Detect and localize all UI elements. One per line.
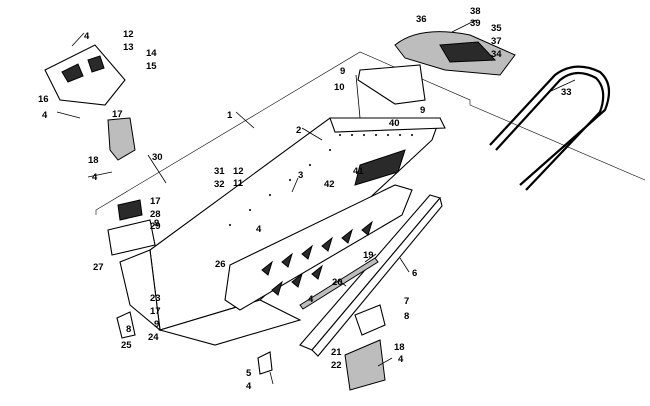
- callout-18: 18: [88, 155, 99, 166]
- callout-9: 9: [154, 218, 159, 229]
- callout-19: 19: [363, 250, 374, 261]
- running-board: [299, 194, 443, 357]
- assembly-outline: [95, 51, 646, 215]
- callout-9: 9: [340, 66, 345, 77]
- callout-26: 26: [215, 259, 226, 270]
- callout-8: 8: [404, 311, 409, 322]
- heat-shield-right: [344, 339, 386, 391]
- callout-39: 39: [470, 18, 481, 29]
- callout-40: 40: [389, 118, 400, 129]
- callout-36: 36: [416, 14, 427, 25]
- rear-cap: [394, 31, 516, 76]
- callout-14: 14: [146, 48, 157, 59]
- callout-4: 4: [246, 381, 252, 392]
- bracket-5: [257, 351, 273, 375]
- callout-7: 7: [404, 296, 409, 307]
- seat-bracket: [357, 64, 426, 105]
- callout-6: 6: [412, 268, 417, 279]
- callout-17: 17: [112, 109, 123, 120]
- callout-30: 30: [152, 152, 163, 163]
- callout-25: 25: [121, 340, 132, 351]
- callout-41: 41: [353, 166, 364, 177]
- callout-8: 8: [126, 324, 131, 335]
- callout-4: 4: [84, 31, 90, 42]
- callout-12: 12: [233, 166, 244, 177]
- callout-38: 38: [470, 6, 481, 17]
- callout-15: 15: [146, 61, 157, 72]
- front-bracket: [44, 44, 126, 106]
- bracket-8: [116, 311, 136, 339]
- heat-shield-left: [107, 117, 136, 161]
- tunnel-assembly: [119, 117, 446, 346]
- callout-23: 23: [150, 293, 161, 304]
- callout-4: 4: [92, 172, 98, 183]
- callout-9: 9: [154, 319, 159, 330]
- callout-5: 5: [246, 368, 252, 379]
- callout-9: 9: [420, 105, 425, 116]
- bracket-7: [354, 304, 386, 336]
- callout-42: 42: [324, 179, 335, 190]
- callout-24: 24: [148, 332, 159, 343]
- callout-17: 17: [150, 196, 161, 207]
- rail-strip: [299, 257, 379, 310]
- callout-labels: 1 2 3 4 4 4 4 4 4 4 5 6 7 8 8 9 9 9 9 10…: [38, 6, 572, 392]
- callout-29: 29: [150, 221, 161, 232]
- callout-10: 10: [334, 82, 345, 93]
- callout-20: 20: [332, 277, 343, 288]
- side-rail: [224, 184, 413, 311]
- callout-16: 16: [38, 94, 49, 105]
- tunnel-decal: [354, 149, 406, 186]
- callout-12: 12: [123, 29, 134, 40]
- callout-1: 1: [227, 110, 233, 121]
- callout-32: 32: [214, 179, 225, 190]
- front-bulkhead: [107, 199, 156, 256]
- callout-33: 33: [561, 87, 572, 98]
- callout-4: 4: [42, 110, 48, 121]
- callout-37: 37: [491, 36, 502, 47]
- callout-27: 27: [93, 262, 104, 273]
- callout-3: 3: [298, 170, 303, 181]
- callout-11: 11: [233, 178, 244, 189]
- leader-lines: [56, 19, 576, 385]
- callout-21: 21: [331, 347, 342, 358]
- callout-18: 18: [394, 342, 405, 353]
- rear-bumper: [489, 65, 611, 191]
- callout-31: 31: [214, 166, 225, 177]
- callout-4: 4: [256, 224, 262, 235]
- callout-35: 35: [491, 23, 502, 34]
- callout-13: 13: [123, 42, 134, 53]
- callout-28: 28: [150, 209, 161, 220]
- callout-17: 17: [150, 306, 161, 317]
- callout-4: 4: [308, 294, 314, 305]
- callout-34: 34: [491, 49, 502, 60]
- callout-2: 2: [296, 125, 301, 136]
- callout-22: 22: [331, 360, 342, 371]
- callout-4: 4: [398, 354, 404, 365]
